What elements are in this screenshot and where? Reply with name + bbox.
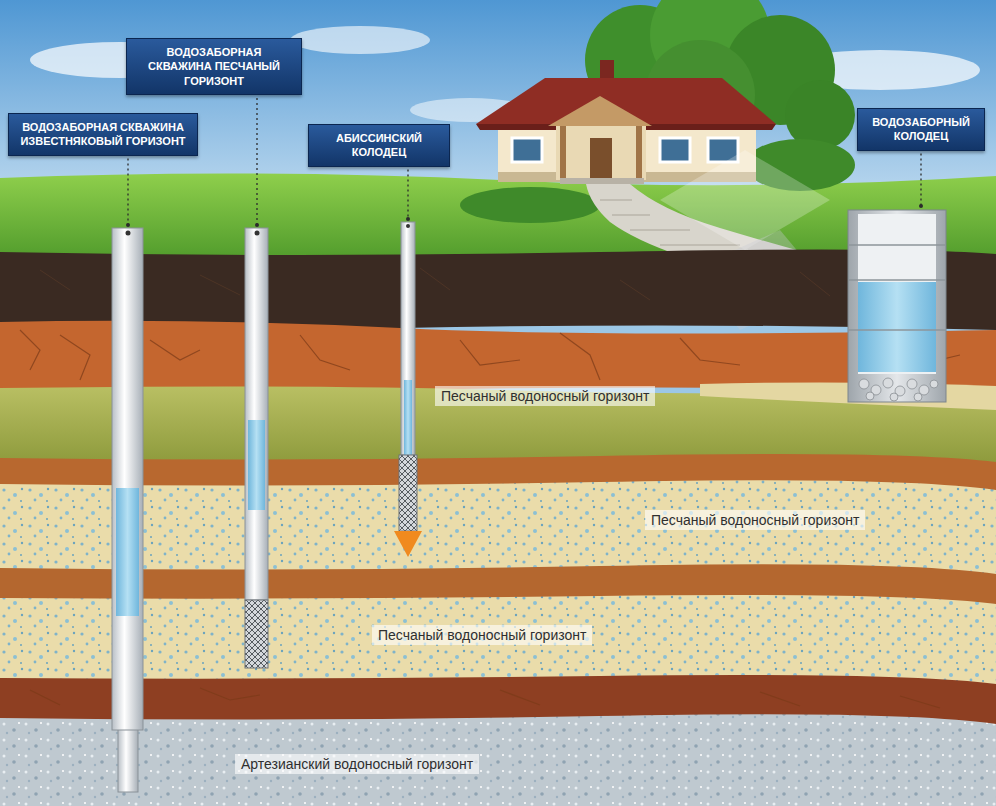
leader-line (920, 154, 921, 206)
callout-text: ВОДОЗАБОРНАЯ СКВАЖИНА ПЕСЧАНЫЙ ГОРИЗОНТ (135, 45, 293, 88)
leader-line (256, 98, 257, 225)
leader-dot (126, 223, 130, 227)
callout-text: АБИССИНСКИЙ КОЛОДЕЦ (317, 131, 441, 160)
leader-dot (919, 204, 923, 208)
layer-label: Песчаный водоносный горизонт (372, 625, 592, 645)
callout-box: АБИССИНСКИЙ КОЛОДЕЦ (308, 124, 450, 167)
leader-line (127, 159, 128, 225)
leader-dot (406, 217, 410, 221)
layer-label: Песчаный водоносный горизонт (645, 510, 865, 530)
layer-label: Артезианский водоносный горизонт (235, 754, 479, 774)
callout-text: ВОДОЗАБОРНАЯ СКВАЖИНА ИЗВЕСТНЯКОВЫЙ ГОРИ… (17, 120, 189, 149)
layer-label: Песчаный водоносный горизонт (435, 386, 655, 406)
callout-box: ВОДОЗАБОРНЫЙ КОЛОДЕЦ (857, 108, 985, 151)
callout-box: ВОДОЗАБОРНАЯ СКВАЖИНА ПЕСЧАНЫЙ ГОРИЗОНТ (126, 38, 302, 95)
leader-dot (255, 223, 259, 227)
leader-line (407, 170, 408, 219)
callout-box: ВОДОЗАБОРНАЯ СКВАЖИНА ИЗВЕСТНЯКОВЫЙ ГОРИ… (8, 113, 198, 156)
callout-text: ВОДОЗАБОРНЫЙ КОЛОДЕЦ (866, 115, 976, 144)
